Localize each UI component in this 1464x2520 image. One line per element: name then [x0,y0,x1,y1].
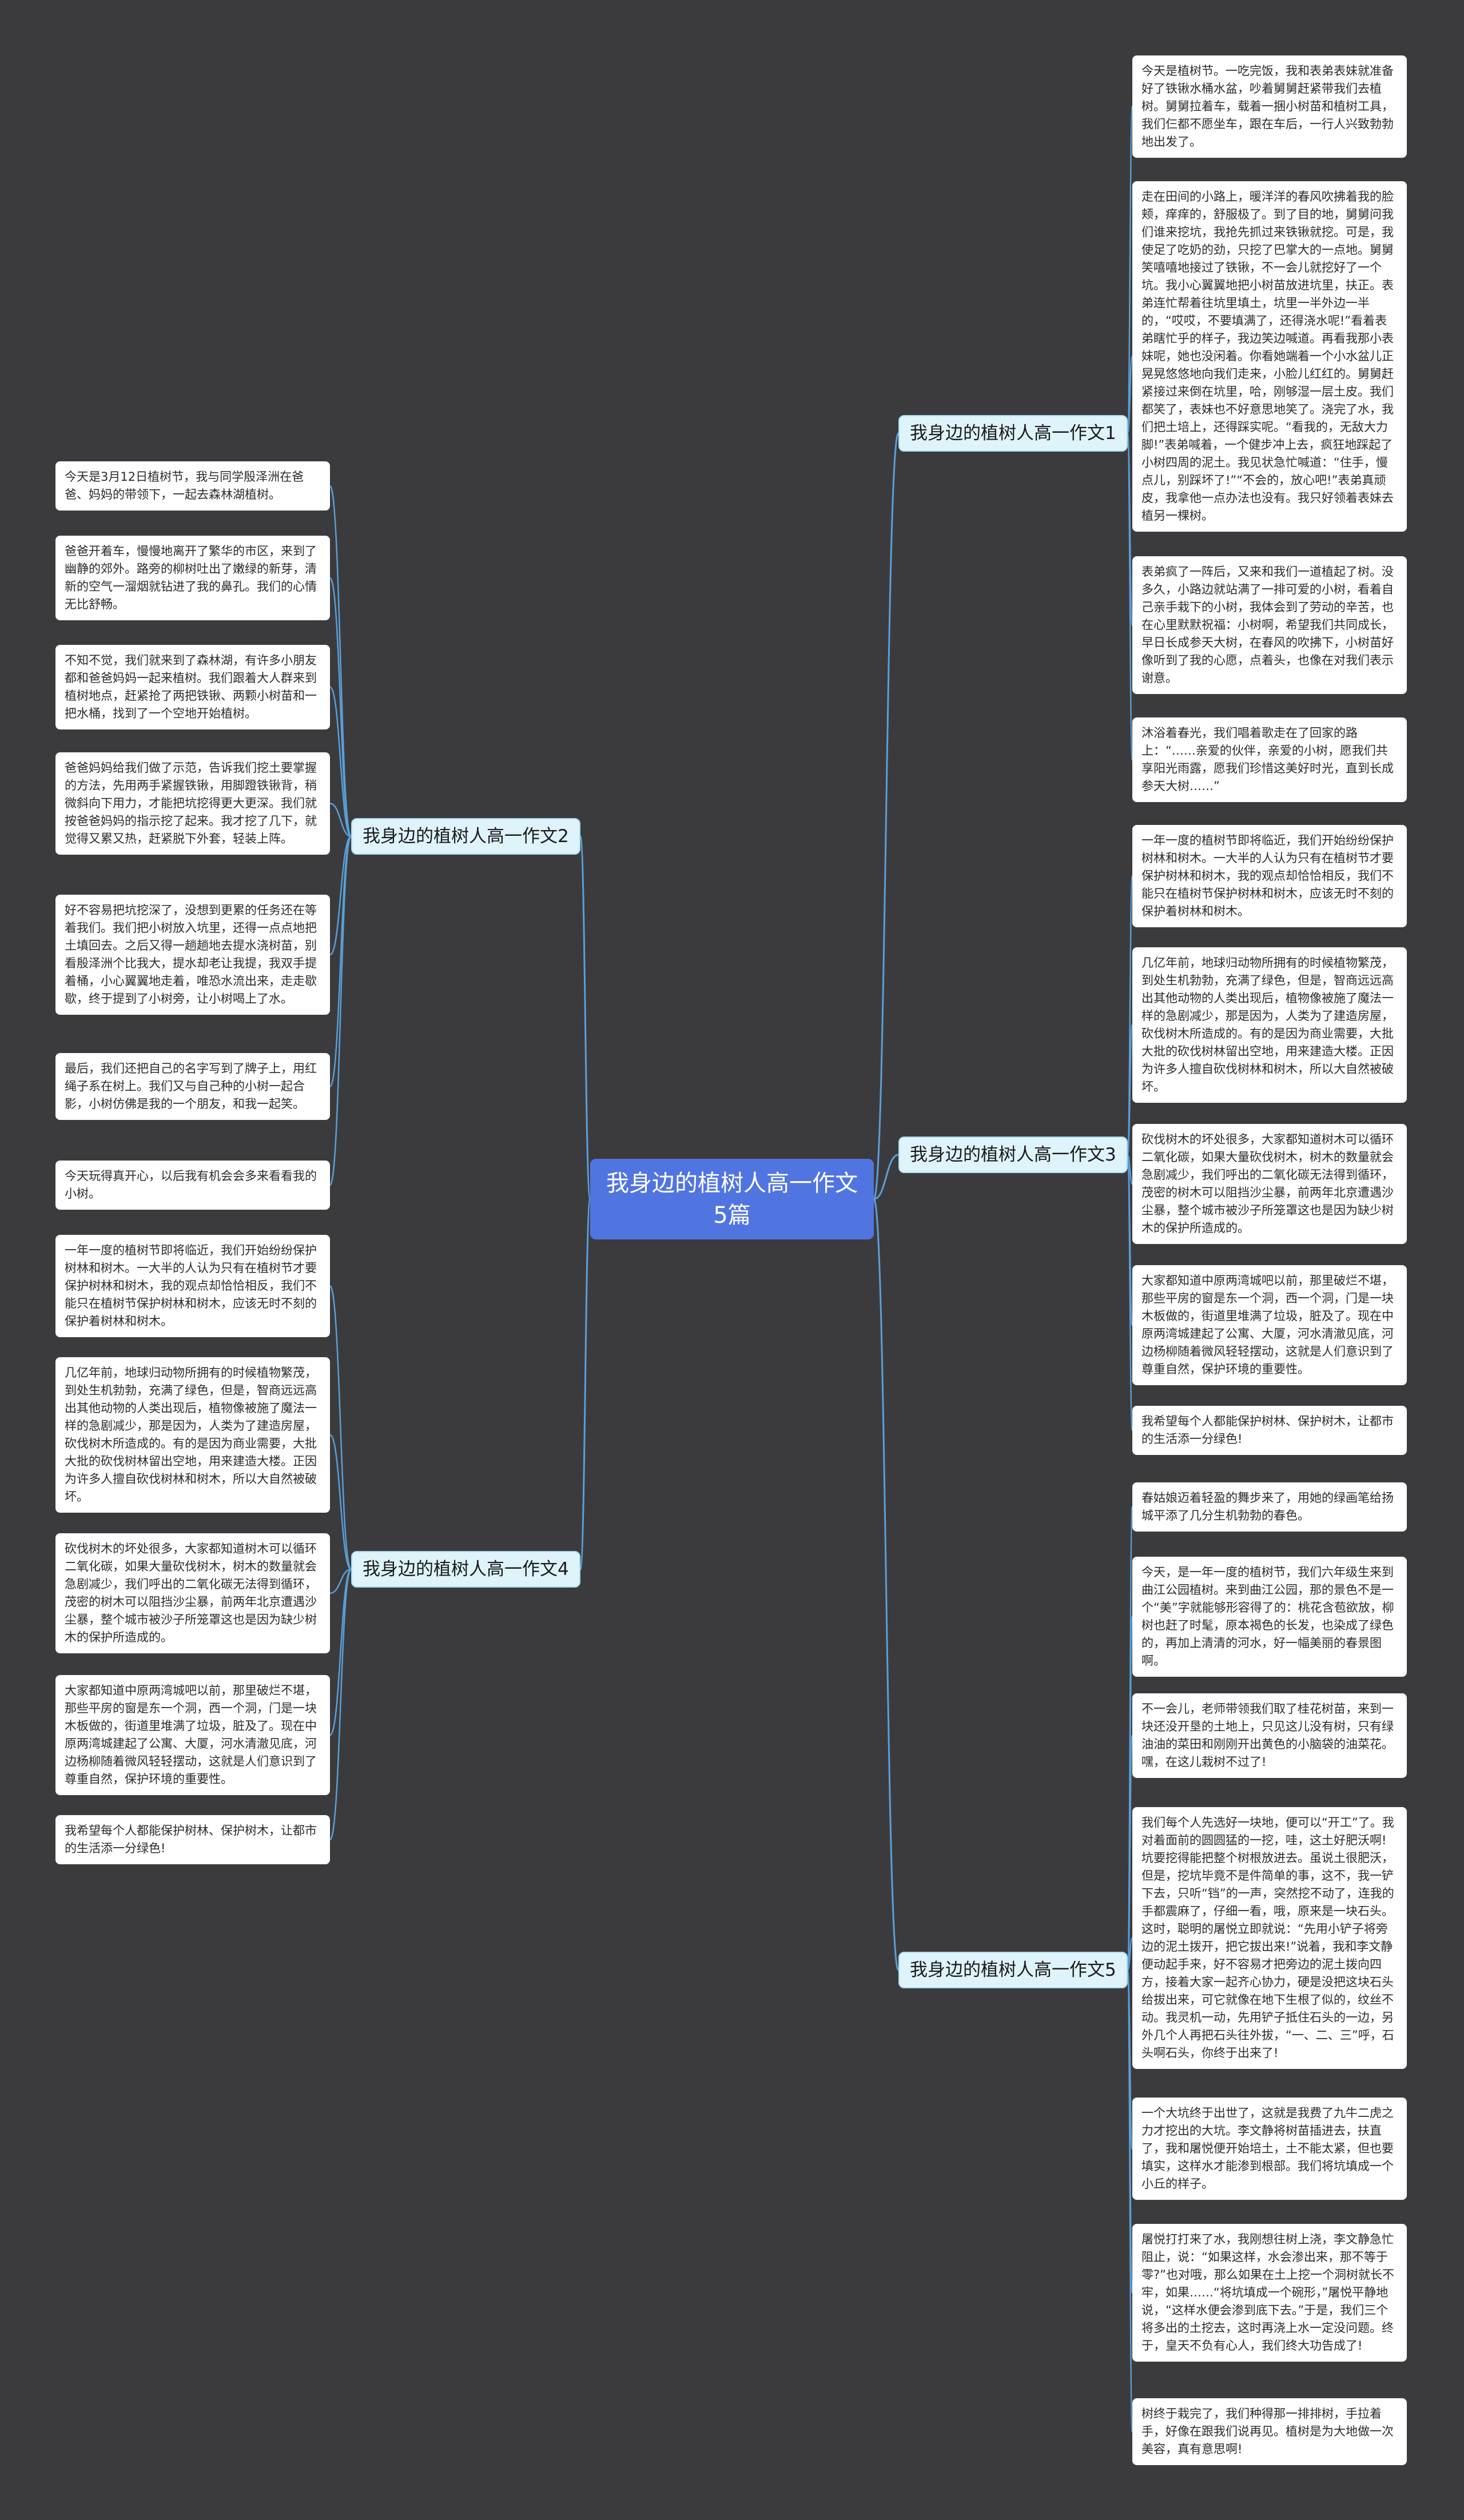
leaf-text-content: 几亿年前，地球归动物所拥有的时候植物繁茂，到处生机勃勃，充满了绿色，但是，智商远… [65,1366,317,1504]
leaf-text-content: 好不容易把坑挖深了，没想到更累的任务还在等着我们。我们把小树放入坑里，还得一点点… [65,903,317,1006]
connector-curve [329,835,352,1087]
connector-curve [1127,432,1133,761]
leaf-text[interactable]: 我希望每个人都能保护树林、保护树木，让都市的生活添一分绿色! [55,1815,330,1864]
root-topic-label: 我身边的植树人高一作文5篇 [606,1170,858,1229]
leaf-text-content: 一年一度的植树节即将临近，我们开始纷纷保护树林和树木。一大半的人认为只有在植树节… [65,1243,317,1328]
connector-curve [329,1285,352,1570]
leaf-text[interactable]: 大家都知道中原两湾城吧以前，那里破烂不堪，那些平房的窗是东一个洞，西一个洞，门是… [55,1675,330,1795]
connector-curve [329,577,352,838]
connector-curve [329,1568,352,1841]
connector-curve [873,1198,900,1971]
leaf-text[interactable]: 走在田间的小路上，暖洋洋的春风吹拂着我的脸颊，痒痒的，舒服极了。到了目的地，舅舅… [1132,181,1407,532]
branch-essay-5[interactable]: 我身边的植树人高一作文5 [898,1952,1128,1988]
connector-curve [329,1434,352,1570]
leaf-text[interactable]: 不知不觉，我们就来到了森林湖，有许多小朋友都和爸爸妈妈一起来植树。我们跟着大人群… [55,645,330,729]
branch-essay-2[interactable]: 我身边的植树人高一作文2 [351,818,580,855]
branch-label: 我身边的植树人高一作文3 [910,1145,1116,1165]
leaf-text[interactable]: 砍伐树木的坏处很多，大家都知道树木可以循环二氧化碳，如果大量砍伐树木，树木的数量… [55,1533,330,1653]
leaf-text-content: 今天玩得真开心，以后我有机会会多来看看我的小树。 [65,1169,317,1201]
leaf-text-content: 爸爸开着车，慢慢地离开了繁华的市区，来到了幽静的郊外。路旁的柳树吐出了嫩绿的新芽… [65,544,317,611]
leaf-text[interactable]: 爸爸开着车，慢慢地离开了繁华的市区，来到了幽静的郊外。路旁的柳树吐出了嫩绿的新芽… [55,536,330,620]
leaf-text-content: 春姑娘迈着轻盈的舞步来了，用她的绿画笔给扬城平添了几分生机勃勃的春色。 [1141,1491,1394,1522]
connector-curve [873,432,900,1200]
branch-label: 我身边的植树人高一作文1 [910,423,1116,444]
connector-curve [1127,1024,1133,1156]
leaf-text[interactable]: 好不容易把坑挖深了，没想到更累的任务还在等着我们。我们把小树放入坑里，还得一点点… [55,895,330,1015]
leaf-text[interactable]: 我们每个人先选好一块地，便可以“开工”了。我对着面前的圆圆猛的一挖，哇，这土好肥… [1132,1807,1407,2069]
leaf-text[interactable]: 最后，我们还把自己的名字写到了牌子上，用红绳子系在树上。我们又与自己种的小树一起… [55,1053,330,1120]
leaf-text-content: 树终于栽完了，我们种得那一排排树，手拉着手，好像在跟我们说再见。植树是为大地做一… [1141,2407,1394,2456]
connector-curve [329,485,352,838]
branch-essay-4[interactable]: 我身边的植树人高一作文4 [351,1551,580,1588]
connector-curve [579,835,591,1200]
leaf-text[interactable]: 一年一度的植树节即将临近，我们开始纷纷保护树林和树木。一大半的人认为只有在植树节… [55,1235,330,1337]
leaf-text-content: 走在田间的小路上，暖洋洋的春风吹拂着我的脸颊，痒痒的，舒服极了。到了目的地，舅舅… [1141,190,1394,523]
leaf-text[interactable]: 表弟疯了一阵后，又来和我们一道植起了树。没多久，小路边就站满了一排可爱的小树，看… [1132,556,1407,694]
connector-curve [329,686,352,838]
connector-curve [329,835,352,956]
branch-essay-3[interactable]: 我身边的植树人高一作文3 [898,1137,1128,1173]
leaf-text[interactable]: 今天是植树节。一吃完饭，我和表弟表妹就准备好了铁锹水桶水盆，吵着舅舅赶紧带我们去… [1132,55,1407,158]
leaf-text[interactable]: 一个大坑终于出世了，这就是我费了九牛二虎之力才挖出的大坑。李文静将树苗插进去，扶… [1132,2098,1407,2200]
leaf-text-content: 表弟疯了一阵后，又来和我们一道植起了树。没多久，小路边就站满了一排可爱的小树，看… [1141,565,1394,685]
branch-label: 我身边的植树人高一作文2 [363,826,569,847]
leaf-text[interactable]: 几亿年前，地球归动物所拥有的时候植物繁茂，到处生机勃勃，充满了绿色，但是，智商远… [55,1357,330,1513]
connector-curve [579,1198,591,1570]
leaf-text[interactable]: 今天是3月12日植树节，我与同学殷泽洲在爸爸、妈妈的带领下，一起去森林湖植树。 [55,461,330,511]
connector-curve [1127,1154,1133,1432]
leaf-text[interactable]: 砍伐树木的坏处很多，大家都知道树木可以循环二氧化碳，如果大量砍伐树木，树木的数量… [1132,1124,1407,1244]
connector-curve [329,1568,352,1594]
leaf-text-content: 砍伐树木的坏处很多，大家都知道树木可以循环二氧化碳，如果大量砍伐树木，树木的数量… [65,1542,317,1644]
leaf-text-content: 一个大坑终于出世了，这就是我费了九牛二虎之力才挖出的大坑。李文静将树苗插进去，扶… [1141,2106,1394,2191]
leaf-text-content: 今天是植树节。一吃完饭，我和表弟表妹就准备好了铁锹水桶水盆，吵着舅舅赶紧带我们去… [1141,64,1394,149]
leaf-text[interactable]: 今天，是一年一度的植树节，我们六年级生来到曲江公园植树。来到曲江公园，那的景色不… [1132,1557,1407,1677]
leaf-text[interactable]: 不一会儿，老师带领我们取了桂花树苗，来到一块还没开垦的土地上，只见这儿没有树，只… [1132,1693,1407,1778]
leaf-text-content: 我希望每个人都能保护树林、保护树木，让都市的生活添一分绿色! [1141,1414,1394,1446]
connector-curve [329,835,352,1186]
leaf-text[interactable]: 春姑娘迈着轻盈的舞步来了，用她的绿画笔给扬城平添了几分生机勃勃的春色。 [1132,1482,1407,1532]
branch-label: 我身边的植树人高一作文5 [910,1960,1116,1980]
leaf-text-content: 不一会儿，老师带领我们取了桂花树苗，来到一块还没开垦的土地上，只见这儿没有树，只… [1141,1702,1394,1769]
leaf-text[interactable]: 屠悦打打来了水，我刚想往树上浇，李文静急忙阻止，说：“如果这样，水会渗出来，那不… [1132,2224,1407,2362]
connector-curve [1127,356,1133,434]
connector-curve [1127,1937,1133,1971]
leaf-text-content: 今天是3月12日植树节，我与同学殷泽洲在爸爸、妈妈的带领下，一起去森林湖植树。 [65,470,304,501]
leaf-text-content: 沐浴着春光，我们唱着歌走在了回家的路上：“……亲爱的伙伴，亲爱的小树，愿我们共享… [1141,726,1394,793]
connector-curve [329,803,352,838]
leaf-text-content: 我们每个人先选好一块地，便可以“开工”了。我对着面前的圆圆猛的一挖，哇，这土好肥… [1141,1816,1394,2060]
leaf-text[interactable]: 一年一度的植树节即将临近，我们开始纷纷保护树林和树木。一大半的人认为只有在植树节… [1132,825,1407,927]
branch-essay-1[interactable]: 我身边的植树人高一作文1 [898,415,1128,452]
leaf-text[interactable]: 我希望每个人都能保护树林、保护树木，让都市的生活添一分绿色! [1132,1406,1407,1455]
leaf-text-content: 砍伐树木的坏处很多，大家都知道树木可以循环二氧化碳，如果大量砍伐树木，树木的数量… [1141,1133,1394,1235]
connector-curve [1127,1735,1133,1971]
branch-label: 我身边的植树人高一作文4 [363,1559,569,1580]
root-topic[interactable]: 我身边的植树人高一作文5篇 [590,1159,874,1239]
leaf-text[interactable]: 今天玩得真开心，以后我有机会会多来看看我的小树。 [55,1161,330,1210]
leaf-text-content: 一年一度的植树节即将临近，我们开始纷纷保护树林和树木。一大半的人认为只有在植树节… [1141,834,1394,918]
leaf-text-content: 不知不觉，我们就来到了森林湖，有许多小朋友都和爸爸妈妈一起来植树。我们跟着大人群… [65,653,317,720]
leaf-text[interactable]: 沐浴着春光，我们唱着歌走在了回家的路上：“……亲爱的伙伴，亲爱的小树，愿我们共享… [1132,717,1407,802]
connector-curve [1127,1969,1133,2433]
leaf-text-content: 几亿年前，地球归动物所拥有的时候植物繁茂，到处生机勃勃，充满了绿色，但是，智商远… [1141,956,1394,1094]
leaf-text[interactable]: 大家都知道中原两湾城吧以前，那里破烂不堪，那些平房的窗是东一个洞，西一个洞，门是… [1132,1265,1407,1385]
leaf-text-content: 爸爸妈妈给我们做了示范，告诉我们挖土要掌握的方法，先用两手紧握铁锹，用脚蹬铁锹背… [65,761,317,846]
leaf-text-content: 今天，是一年一度的植树节，我们六年级生来到曲江公园植树。来到曲江公园，那的景色不… [1141,1565,1394,1668]
leaf-text[interactable]: 几亿年前，地球归动物所拥有的时候植物繁茂，到处生机勃勃，充满了绿色，但是，智商远… [1132,947,1407,1103]
leaf-text[interactable]: 爸爸妈妈给我们做了示范，告诉我们挖土要掌握的方法，先用两手紧握铁锹，用脚蹬铁锹背… [55,752,330,855]
connector-curve [1127,106,1133,434]
connector-curve [873,1154,899,1200]
leaf-text-content: 最后，我们还把自己的名字写到了牌子上，用红绳子系在树上。我们又与自己种的小树一起… [65,1062,317,1111]
leaf-text[interactable]: 树终于栽完了，我们种得那一排排树，手拉着手，好像在跟我们说再见。植树是为大地做一… [1132,2398,1407,2465]
leaf-text-content: 屠悦打打来了水，我刚想往树上浇，李文静急忙阻止，说：“如果这样，水会渗出来，那不… [1141,2232,1395,2352]
leaf-text-content: 大家都知道中原两湾城吧以前，那里破烂不堪，那些平房的窗是东一个洞，西一个洞，门是… [65,1684,317,1786]
leaf-text-content: 大家都知道中原两湾城吧以前，那里破烂不堪，那些平房的窗是东一个洞，西一个洞，门是… [1141,1274,1394,1376]
leaf-text-content: 我希望每个人都能保护树林、保护树木，让都市的生活添一分绿色! [65,1824,317,1855]
